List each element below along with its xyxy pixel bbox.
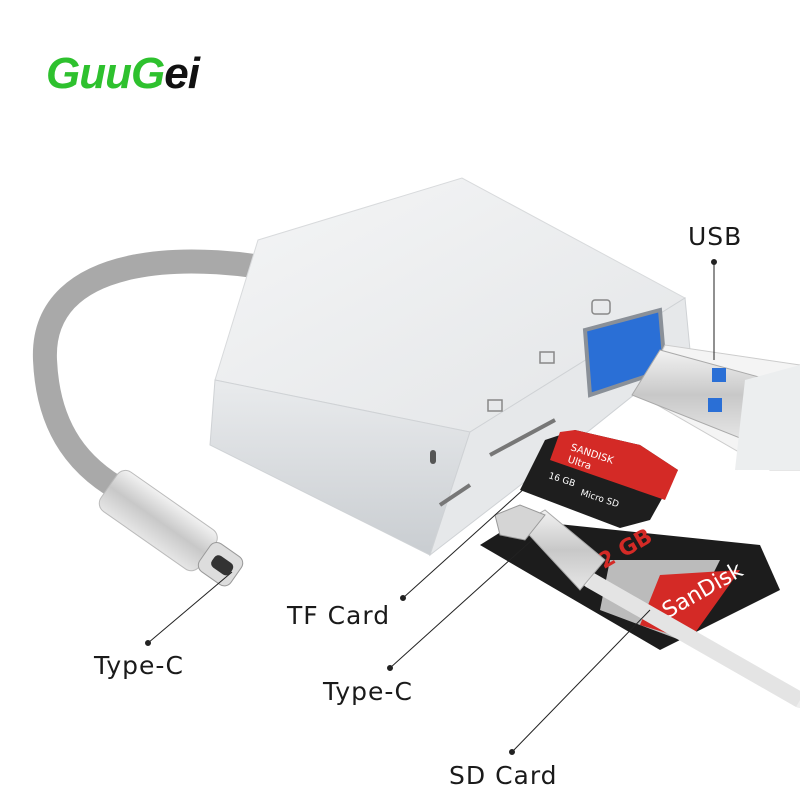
tf-card-icon	[487, 399, 503, 412]
grey-cable	[32, 249, 312, 507]
label-type-c-port: Type-C	[323, 677, 413, 706]
logo-letter: G	[46, 49, 80, 98]
label-sd-card: SD Card	[449, 761, 558, 790]
logo-letter: G	[131, 49, 165, 98]
label-tf-card: TF Card	[287, 601, 391, 630]
camera-icon	[591, 299, 611, 315]
brand-logo: GuuGei	[46, 49, 200, 98]
logo-letters: ei	[164, 49, 200, 98]
leader-lines	[145, 259, 717, 755]
white-type-c-cable	[494, 504, 800, 708]
usb-plug	[631, 344, 800, 471]
type-c-port	[430, 450, 436, 464]
label-usb: USB	[688, 222, 743, 251]
sd-slot	[489, 418, 556, 457]
label-type-c-plug: Type-C	[94, 651, 184, 680]
tf-slot	[438, 483, 472, 507]
sd-card-icon	[539, 351, 555, 364]
logo-letters: uu	[79, 49, 132, 98]
type-c-plug	[98, 469, 244, 587]
